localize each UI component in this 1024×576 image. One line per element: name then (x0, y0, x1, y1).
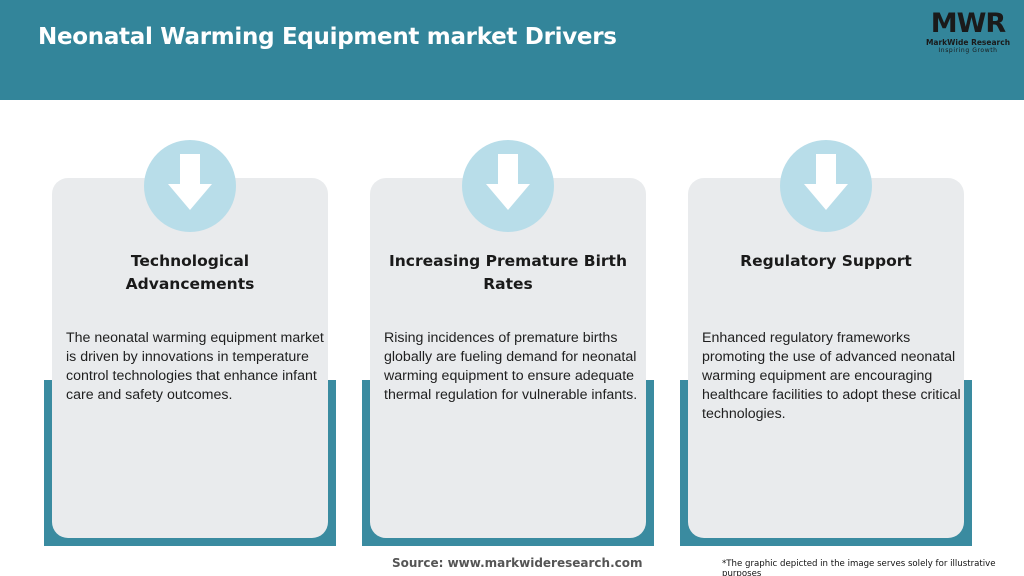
card-title: Technological Advancements (125, 252, 255, 293)
driver-card-column: Technological Advancements The neonatal … (44, 140, 336, 548)
driver-card: Regulatory Support Enhanced regulatory f… (688, 140, 964, 538)
arrow-down-icon (144, 140, 236, 232)
source-text: Source: www.markwideresearch.com (392, 556, 643, 570)
driver-card-column: Regulatory Support Enhanced regulatory f… (680, 140, 972, 548)
driver-card: Increasing Premature Birth Rates Rising … (370, 140, 646, 538)
driver-card: Technological Advancements The neonatal … (52, 140, 328, 538)
header-banner: Neonatal Warming Equipment market Driver… (0, 0, 1024, 100)
logo-name: MarkWide Research (925, 38, 1011, 47)
logo-tagline: Inspiring Growth (938, 47, 998, 54)
arrow-down-icon (462, 140, 554, 232)
card-description: Enhanced regulatory frameworks promoting… (702, 330, 961, 422)
card-title: Increasing Premature Birth Rates (388, 252, 627, 293)
arrow-down-icon (780, 140, 872, 232)
card-title: Regulatory Support (740, 252, 912, 270)
disclaimer-text: *The graphic depicted in the image serve… (722, 559, 996, 576)
brand-logo: MWR MarkWide Research Inspiring Growth (922, 10, 1014, 58)
card-description: Rising incidences of premature births gl… (384, 330, 638, 403)
page-title: Neonatal Warming Equipment market Driver… (38, 24, 617, 50)
card-description: The neonatal warming equipment market is… (66, 330, 324, 403)
driver-card-column: Increasing Premature Birth Rates Rising … (362, 140, 654, 548)
logo-mark: MWR (930, 8, 1006, 39)
